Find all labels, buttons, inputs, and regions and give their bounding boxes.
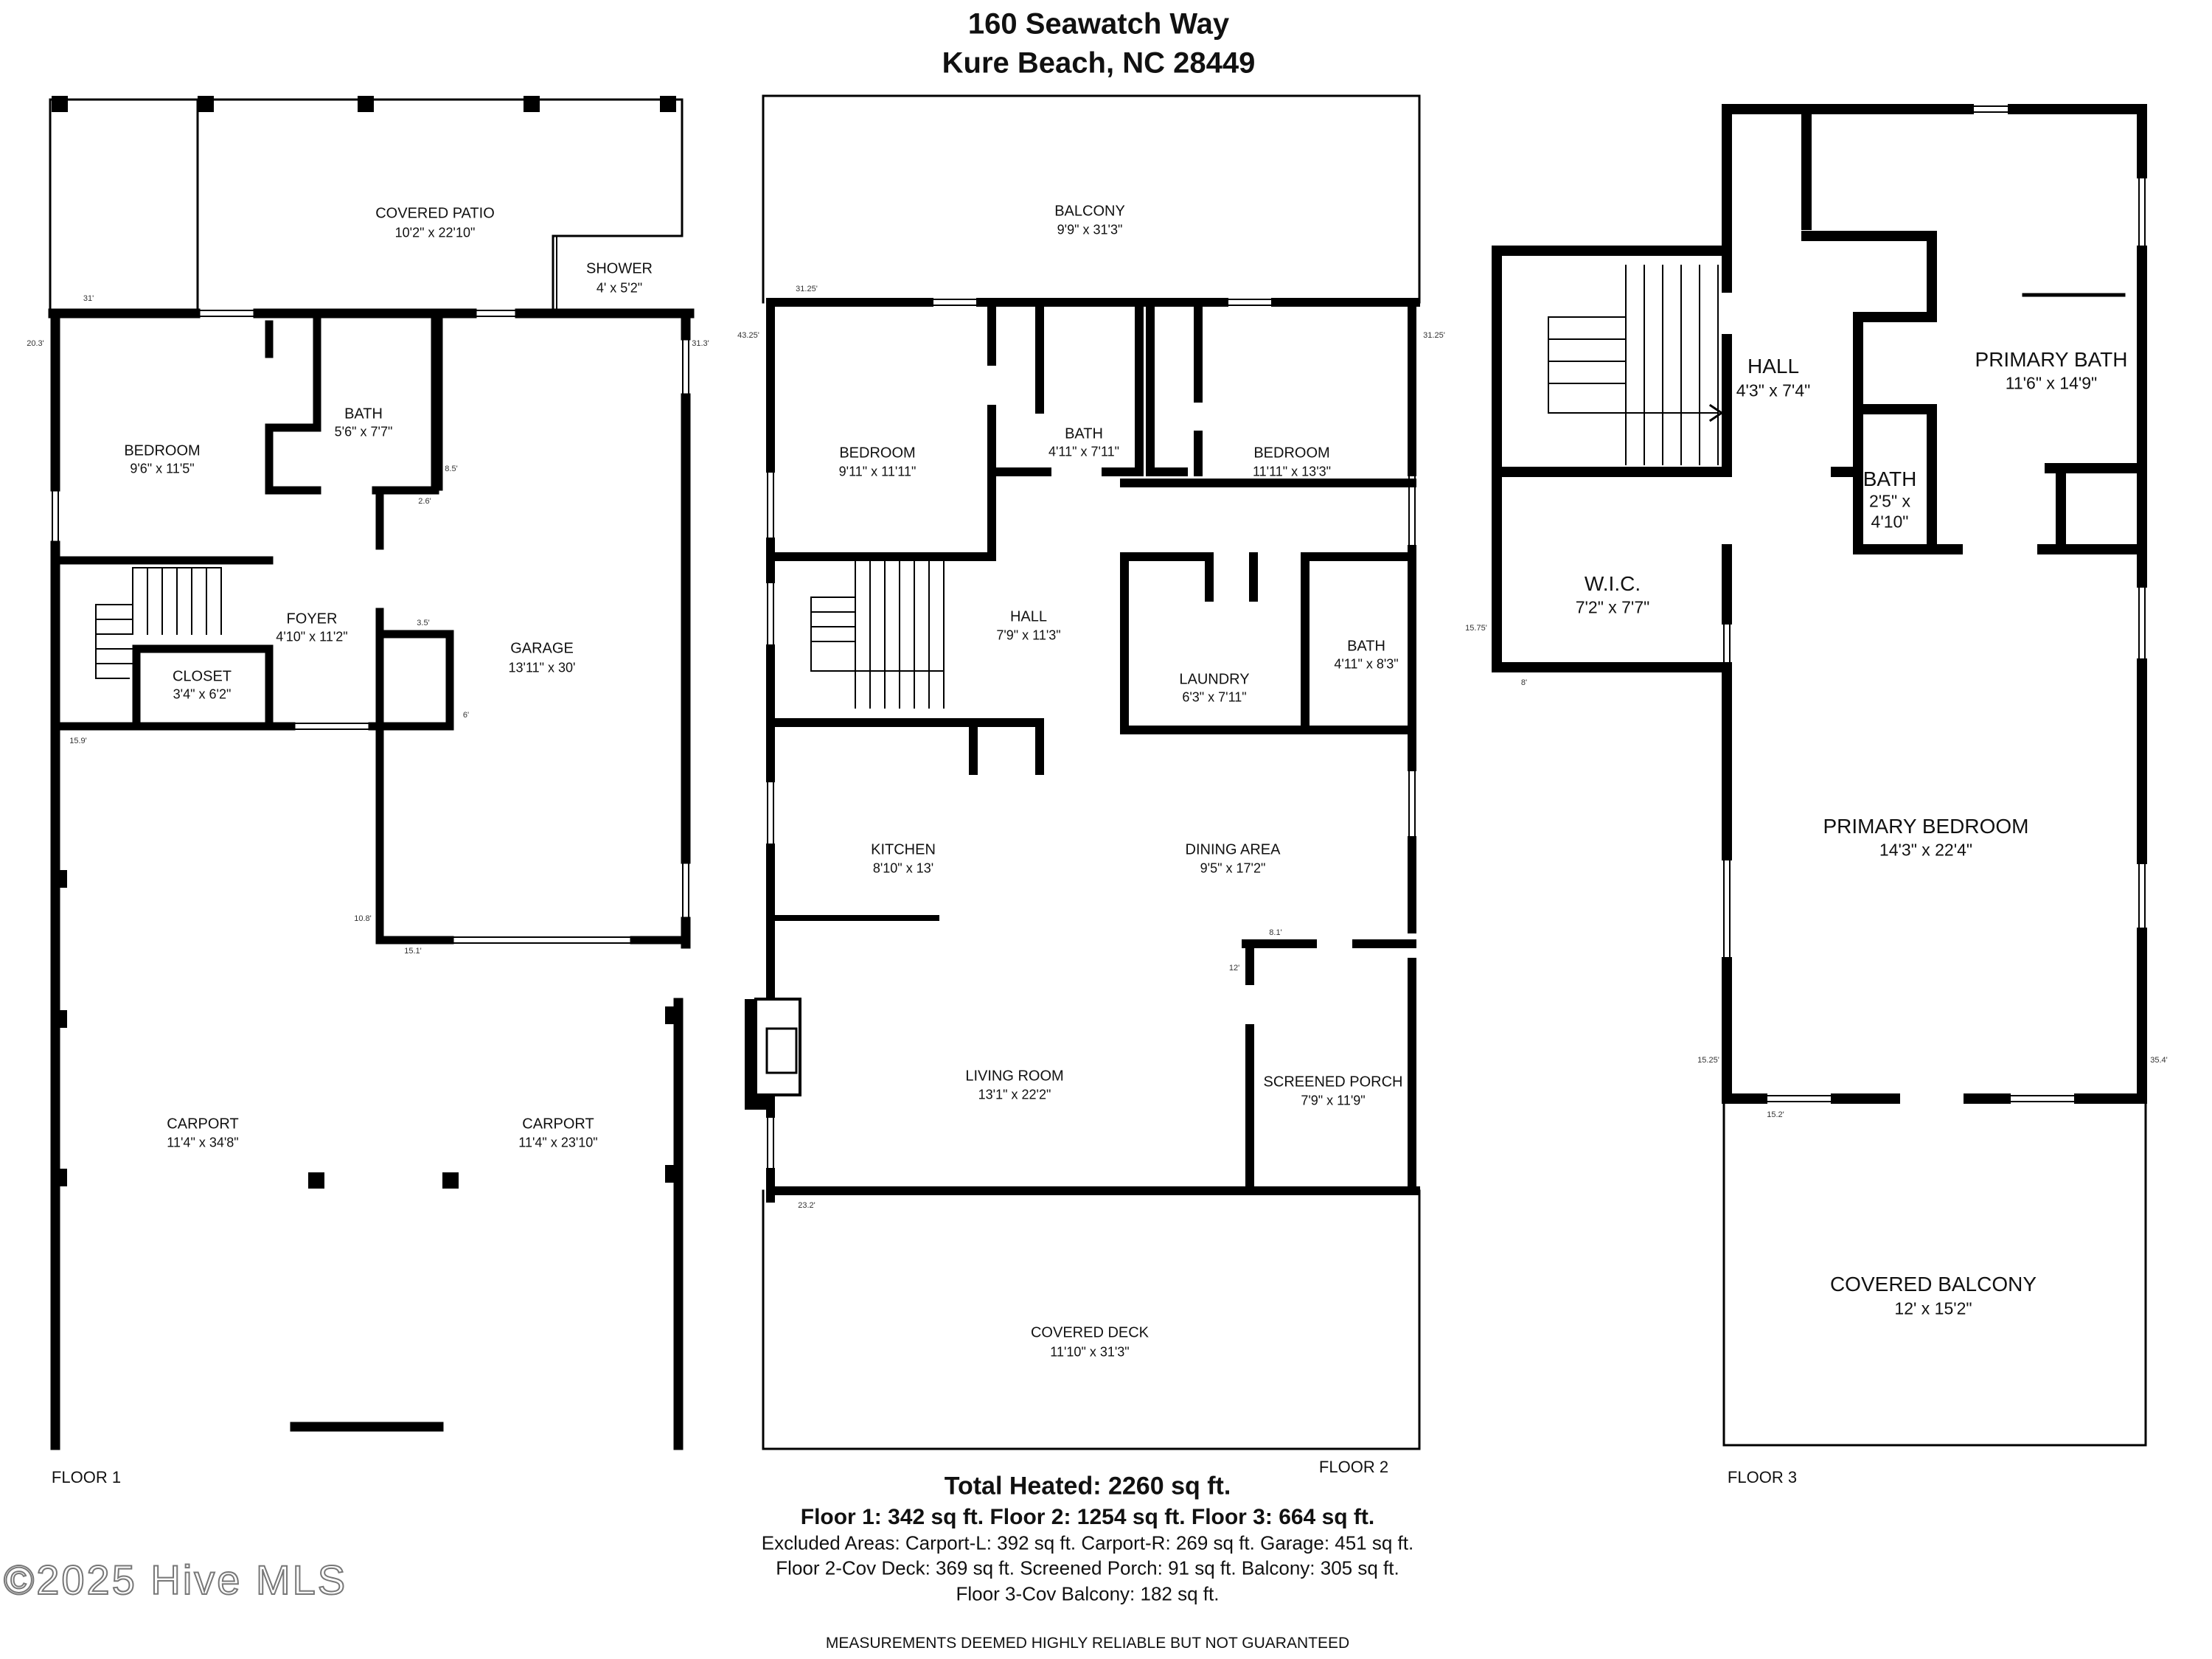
measure: 15.75' <box>1465 624 1487 633</box>
floor-areas: Floor 1: 342 sq ft. Floor 2: 1254 sq ft.… <box>800 1505 1375 1529</box>
room-bedroom: BEDROOM <box>124 442 201 459</box>
room-covered-balcony: COVERED BALCONY <box>1829 1273 2037 1295</box>
dim-covered-balcony: 12' x 15'2" <box>1894 1298 1972 1318</box>
measure: 15.2' <box>1767 1110 1784 1119</box>
address-line-1: 160 Seawatch Way <box>967 7 1230 41</box>
dim-bath-top: 4'11" x 7'11" <box>1048 444 1120 459</box>
room-primary-bedroom: PRIMARY BEDROOM <box>1823 815 2029 838</box>
room-living-room: LIVING ROOM <box>965 1068 1064 1085</box>
total-heated: Total Heated: 2260 sq ft. <box>944 1472 1231 1500</box>
measure: 8.1' <box>1269 928 1282 937</box>
room-bath-top: BATH <box>1065 425 1103 442</box>
floor1-label: FLOOR 1 <box>51 1468 122 1486</box>
room-bedroom-left: BEDROOM <box>839 445 916 462</box>
room-hall-3: HALL <box>1747 355 1800 378</box>
dim-bath-3-b: 4'10" <box>1871 512 1909 532</box>
room-bedroom-right: BEDROOM <box>1253 445 1330 462</box>
dim-covered-patio: 10'2" x 22'10" <box>394 225 476 240</box>
room-garage: GARAGE <box>510 640 574 657</box>
dim-bath-right: 4'11" x 8'3" <box>1334 656 1399 672</box>
dim-covered-deck: 11'10" x 31'3" <box>1050 1344 1130 1360</box>
dim-hall-3: 4'3" x 7'4" <box>1736 380 1811 400</box>
dim-shower: 4' x 5'2" <box>596 280 643 296</box>
floor2-label: FLOOR 2 <box>1318 1458 1389 1476</box>
room-wic: W.I.C. <box>1584 572 1641 595</box>
measure: 10.8' <box>354 914 372 923</box>
dim-bath: 5'6" x 7'7" <box>334 424 393 439</box>
dim-laundry: 6'3" x 7'11" <box>1182 689 1247 705</box>
floor1-walls <box>48 96 695 1450</box>
measure: 35.4' <box>2150 1056 2168 1065</box>
room-kitchen: KITCHEN <box>871 841 936 858</box>
room-bath-right: BATH <box>1347 638 1385 655</box>
address-line-2: Kure Beach, NC 28449 <box>942 46 1256 80</box>
dim-wic: 7'2" x 7'7" <box>1575 597 1650 617</box>
measure: 20.3' <box>27 339 44 348</box>
room-carport-left: CARPORT <box>167 1116 239 1133</box>
dim-bath-3-a: 2'5" x <box>1868 491 1911 511</box>
room-covered-patio: COVERED PATIO <box>375 205 495 222</box>
dim-carport-left: 11'4" x 34'8" <box>167 1135 239 1150</box>
dim-balcony: 9'9" x 31'3" <box>1057 222 1123 237</box>
excluded-areas-1: Excluded Areas: Carport-L: 392 sq ft. Ca… <box>761 1531 1414 1554</box>
dim-living-room: 13'1" x 22'2" <box>978 1087 1051 1102</box>
measure: 8.5' <box>445 465 458 473</box>
dim-bedroom-right: 11'11" x 13'3" <box>1252 464 1332 479</box>
room-primary-bath: PRIMARY BATH <box>1975 348 2128 371</box>
measure: 6' <box>462 711 470 720</box>
measure: 31' <box>83 294 94 303</box>
dim-garage: 13'11" x 30' <box>508 660 576 675</box>
measure: 2.6' <box>418 497 431 506</box>
room-foyer: FOYER <box>286 611 338 627</box>
room-bath-3: BATH <box>1863 467 1917 490</box>
measure: 43.25' <box>737 331 759 340</box>
room-dining-area: DINING AREA <box>1185 841 1281 858</box>
measure: 31.25' <box>796 285 818 293</box>
measure: 15.9' <box>69 737 87 745</box>
excluded-areas-2: Floor 2-Cov Deck: 369 sq ft. Screened Po… <box>776 1557 1399 1579</box>
copyright-watermark: ©2025 Hive MLS <box>3 1556 348 1604</box>
dim-dining-area: 9'5" x 17'2" <box>1200 860 1266 876</box>
dim-screened-porch: 7'9" x 11'9" <box>1301 1093 1366 1108</box>
dim-bedroom: 9'6" x 11'5" <box>130 461 195 476</box>
disclaimer: MEASUREMENTS DEEMED HIGHLY RELIABLE BUT … <box>825 1635 1350 1652</box>
room-screened-porch: SCREENED PORCH <box>1263 1074 1403 1091</box>
room-laundry: LAUNDRY <box>1179 671 1250 688</box>
measure: 31.25' <box>1423 331 1445 340</box>
room-shower: SHOWER <box>586 260 653 277</box>
room-bath: BATH <box>344 406 383 422</box>
dim-closet: 3'4" x 6'2" <box>173 686 232 702</box>
dim-primary-bath: 11'6" x 14'9" <box>2005 373 2098 393</box>
room-balcony: BALCONY <box>1054 203 1125 220</box>
room-covered-deck: COVERED DECK <box>1030 1324 1150 1341</box>
measure: 8' <box>1520 678 1528 687</box>
floor3-walls <box>1492 104 2147 1447</box>
measure: 23.2' <box>798 1201 815 1210</box>
dim-kitchen: 8'10" x 13' <box>872 860 934 876</box>
dim-primary-bedroom: 14'3" x 22'4" <box>1879 840 1973 860</box>
dim-carport-right: 11'4" x 23'10" <box>518 1135 598 1150</box>
measure: 3.5' <box>417 619 430 627</box>
measure: 31.3' <box>692 339 709 348</box>
dim-bedroom-left: 9'11" x 11'11" <box>838 464 917 479</box>
dim-hall: 7'9" x 11'3" <box>996 627 1061 643</box>
room-carport-right: CARPORT <box>522 1116 594 1133</box>
dim-foyer: 4'10" x 11'2" <box>276 629 348 644</box>
room-hall: HALL <box>1009 608 1048 625</box>
measure: 15.1' <box>404 947 422 956</box>
measure: 15.25' <box>1697 1056 1719 1065</box>
measure: 12' <box>1228 964 1240 973</box>
room-closet: CLOSET <box>172 668 232 685</box>
floor2-walls <box>745 94 1421 1450</box>
floor3-label: FLOOR 3 <box>1727 1468 1798 1486</box>
excluded-areas-3: Floor 3-Cov Balcony: 182 sq ft. <box>956 1582 1220 1605</box>
